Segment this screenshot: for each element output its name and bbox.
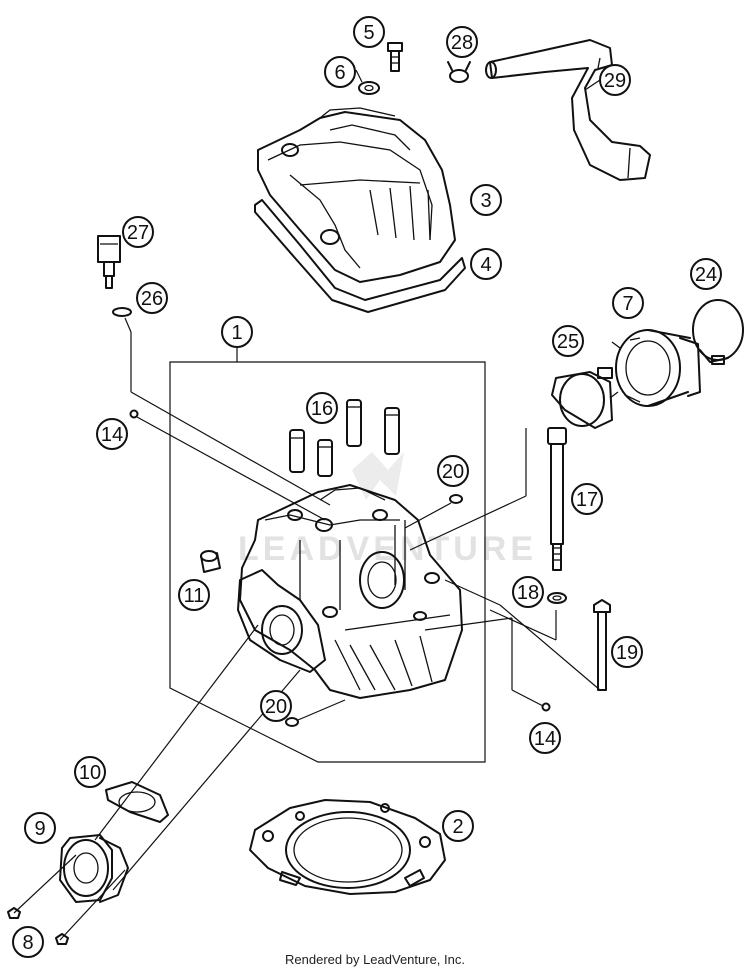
cylinder-head	[237, 484, 463, 699]
callout-17: 17	[571, 483, 603, 515]
callout-label-26: 26	[141, 288, 163, 310]
callout-2: 2	[442, 810, 474, 842]
callout-19: 19	[611, 636, 643, 668]
valve-cover-gasket	[254, 199, 466, 313]
callout-9: 9	[24, 812, 56, 844]
sensor-o-ring	[112, 307, 132, 317]
callout-label-1: 1	[231, 322, 242, 344]
callout-20a: 20	[437, 455, 469, 487]
callout-16: 16	[306, 392, 338, 424]
breather-hose	[485, 39, 651, 181]
plug-upper	[449, 494, 463, 504]
callout-25: 25	[552, 325, 584, 357]
callout-27: 27	[122, 216, 154, 248]
cylinder-head-bolt-long	[547, 427, 567, 571]
callout-label-11: 11	[184, 585, 205, 607]
exhaust-flange-screws	[7, 907, 69, 945]
callout-18: 18	[512, 576, 544, 608]
valve-cover	[257, 107, 456, 283]
callout-label-7: 7	[622, 293, 633, 315]
callout-label-14b: 14	[534, 728, 556, 750]
valve-guides	[289, 399, 400, 477]
bolt-right	[541, 702, 551, 712]
intake-flange-clamp	[692, 299, 744, 365]
cylinder-head-gasket	[249, 799, 446, 895]
callout-label-19: 19	[616, 642, 638, 664]
callout-8: 8	[12, 926, 44, 958]
bolt-washer	[547, 592, 567, 604]
callout-10: 10	[74, 756, 106, 788]
callout-label-18: 18	[517, 582, 539, 604]
callout-label-27: 27	[127, 222, 149, 244]
callout-label-4: 4	[480, 254, 491, 276]
callout-7: 7	[612, 287, 644, 319]
dowel-sleeve	[200, 550, 221, 573]
exhaust-flange	[59, 834, 129, 903]
callout-6: 6	[324, 56, 356, 88]
callout-label-6: 6	[334, 62, 345, 84]
watermark: LEADVENTURE	[238, 452, 537, 568]
temperature-sensor	[97, 235, 121, 289]
plug-lower	[285, 717, 299, 727]
valve-cover-bolt	[387, 42, 403, 72]
callout-label-9: 9	[34, 818, 45, 840]
footer-credit: Rendered by LeadVenture, Inc.	[285, 952, 465, 967]
intake-flange	[609, 329, 701, 407]
callout-28: 28	[446, 26, 478, 58]
callout-label-28: 28	[451, 32, 473, 54]
callout-label-20b: 20	[265, 696, 287, 718]
callout-label-29: 29	[604, 70, 626, 92]
callout-label-3: 3	[480, 190, 491, 212]
hose-clamp	[447, 61, 471, 83]
callout-29: 29	[599, 64, 631, 96]
callout-label-24: 24	[695, 264, 717, 286]
callout-5: 5	[353, 16, 385, 48]
callout-label-16: 16	[311, 398, 333, 420]
callout-label-2: 2	[452, 816, 463, 838]
callout-3: 3	[470, 184, 502, 216]
callout-label-10: 10	[79, 762, 101, 784]
callout-label-20a: 20	[442, 461, 464, 483]
callout-label-5: 5	[363, 22, 374, 44]
callout-4: 4	[470, 248, 502, 280]
callout-20b: 20	[260, 690, 292, 722]
cylinder-head-bolt	[593, 599, 611, 691]
seal-ring	[358, 81, 380, 95]
callout-label-17: 17	[576, 489, 598, 511]
callout-1: 1	[221, 316, 253, 348]
intake-hose-clamp	[551, 367, 613, 429]
callout-14a: 14	[96, 418, 128, 450]
callout-11: 11	[178, 579, 210, 611]
callout-label-25: 25	[557, 331, 579, 353]
bolt-left	[129, 409, 139, 419]
callout-24: 24	[690, 258, 722, 290]
callout-14b: 14	[529, 722, 561, 754]
watermark-text: LEADVENTURE	[238, 530, 537, 568]
exhaust-flange-gasket	[105, 781, 169, 823]
cylinder-head-group-box	[169, 361, 486, 763]
callout-label-14a: 14	[101, 424, 123, 446]
callout-label-8: 8	[22, 932, 33, 954]
callout-26: 26	[136, 282, 168, 314]
